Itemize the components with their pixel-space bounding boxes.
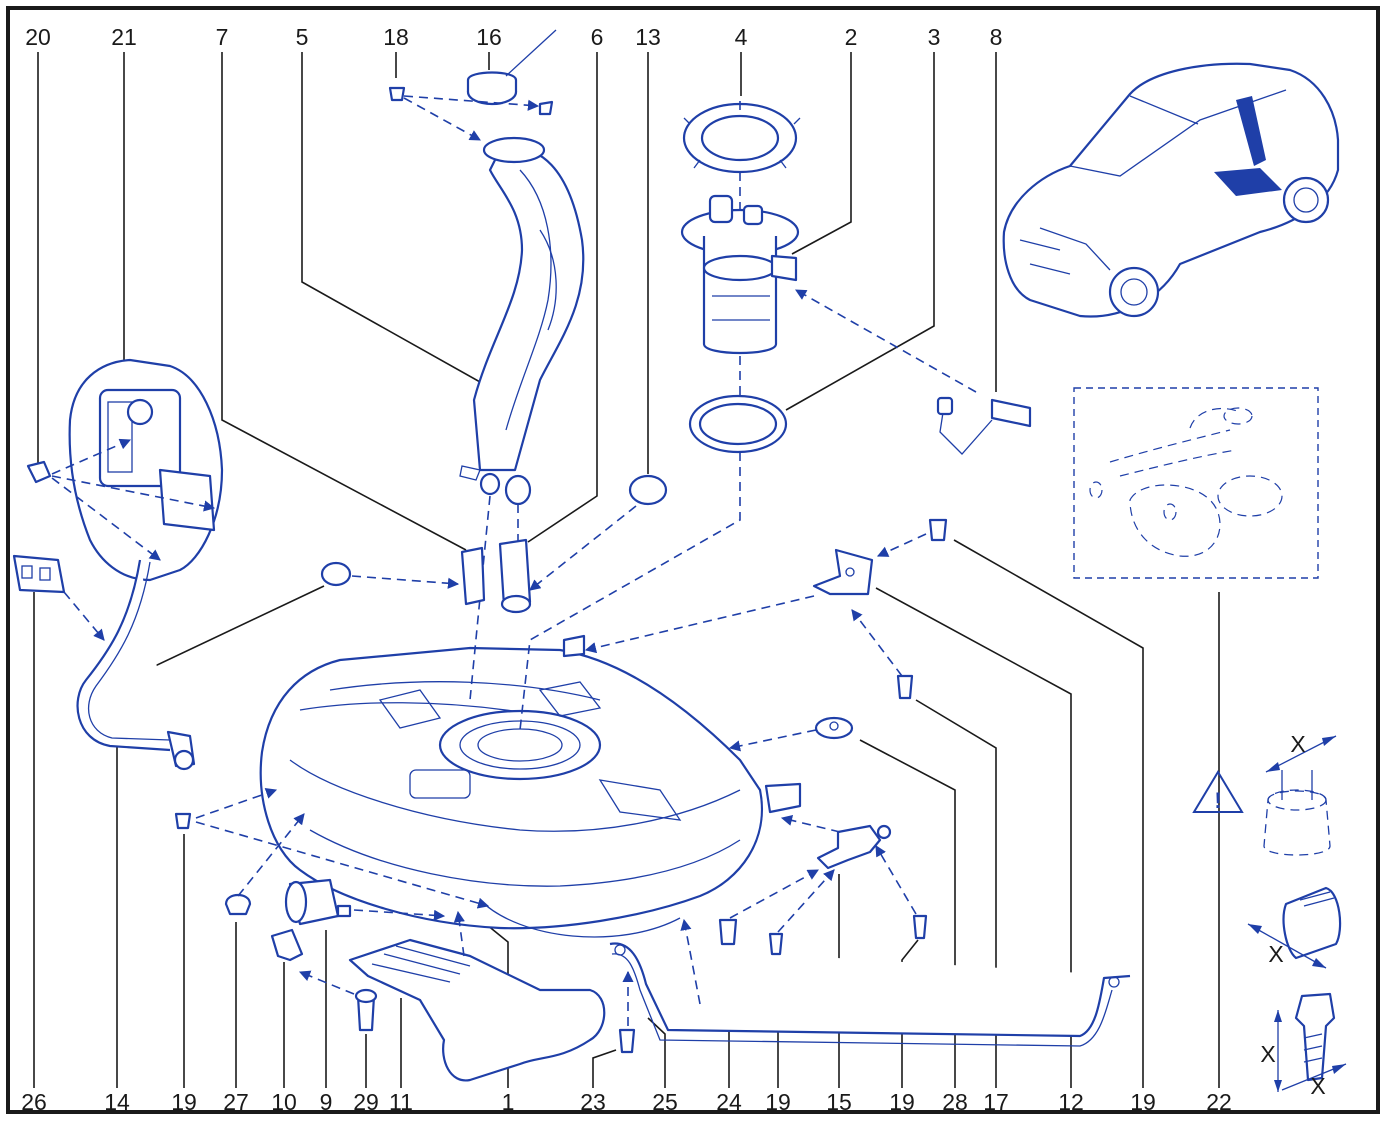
callout-26: 26 bbox=[21, 1089, 47, 1115]
filler-neck bbox=[459, 136, 585, 506]
heat-shield bbox=[298, 910, 606, 1082]
leader-lines bbox=[33, 52, 1220, 1088]
callout-1: 1 bbox=[502, 1089, 515, 1115]
callout-11: 11 bbox=[389, 1089, 413, 1115]
vehicle-location-illustration bbox=[1002, 62, 1340, 318]
callout-10: 10 bbox=[271, 1089, 297, 1115]
callout-14: 14 bbox=[104, 1089, 130, 1115]
fuel-tank bbox=[259, 646, 763, 938]
callout-6: 6 bbox=[591, 24, 604, 50]
callout-29: 29 bbox=[353, 1089, 379, 1115]
callout-5: 5 bbox=[296, 24, 309, 50]
dimension-x-3: X bbox=[1260, 1041, 1275, 1067]
callout-27: 27 bbox=[223, 1089, 249, 1115]
level-sender bbox=[795, 289, 1032, 455]
callout-24: 24 bbox=[716, 1089, 742, 1115]
callout-25: 25 bbox=[652, 1089, 678, 1115]
bottom-callouts: 26 14 19 27 10 9 29 11 1 23 25 24 19 15 … bbox=[21, 1089, 1232, 1115]
callout-2: 2 bbox=[845, 24, 858, 50]
callout-9: 9 bbox=[320, 1089, 333, 1115]
callout-18: 18 bbox=[383, 24, 409, 50]
warning-glyph: ! bbox=[1214, 788, 1221, 813]
dimension-details: X X X X bbox=[1247, 731, 1347, 1099]
fuel-filter-group bbox=[174, 788, 490, 962]
tank-strap bbox=[609, 782, 1131, 1054]
canister-and-vent-line bbox=[12, 358, 224, 771]
fuel-pump-module bbox=[680, 194, 800, 355]
callout-19a: 19 bbox=[171, 1089, 197, 1115]
connector-detail-inset bbox=[1073, 387, 1319, 579]
callout-3: 3 bbox=[928, 24, 941, 50]
callout-7: 7 bbox=[216, 24, 229, 50]
callout-15: 15 bbox=[826, 1089, 852, 1115]
callout-28: 28 bbox=[942, 1089, 968, 1115]
callout-19b: 19 bbox=[765, 1089, 791, 1115]
callout-12: 12 bbox=[1058, 1089, 1084, 1115]
tank-bracket-right bbox=[562, 518, 948, 700]
diagram-frame bbox=[6, 6, 1380, 1114]
dimension-x-4: X bbox=[1310, 1073, 1325, 1099]
warning-triangle-icon: ! bbox=[1192, 770, 1244, 813]
callout-22: 22 bbox=[1206, 1089, 1232, 1115]
pump-seal bbox=[688, 394, 788, 454]
locking-ring bbox=[682, 102, 801, 174]
callout-16: 16 bbox=[476, 24, 502, 50]
fuel-cap bbox=[388, 29, 557, 141]
callout-4: 4 bbox=[735, 24, 748, 50]
callout-23: 23 bbox=[580, 1089, 606, 1115]
top-callouts: 20 21 7 5 18 16 6 13 4 2 3 8 bbox=[25, 24, 1002, 50]
callout-8: 8 bbox=[990, 24, 1003, 50]
hose-connectors bbox=[320, 474, 668, 614]
rubber-pad bbox=[728, 716, 854, 752]
callout-17: 17 bbox=[983, 1089, 1009, 1115]
callout-21: 21 bbox=[111, 24, 137, 50]
callout-13: 13 bbox=[635, 24, 661, 50]
callout-20: 20 bbox=[25, 24, 51, 50]
callout-19d: 19 bbox=[1130, 1089, 1156, 1115]
dimension-x-1: X bbox=[1290, 731, 1305, 757]
dimension-x-2: X bbox=[1268, 941, 1283, 967]
callout-19c: 19 bbox=[889, 1089, 915, 1115]
